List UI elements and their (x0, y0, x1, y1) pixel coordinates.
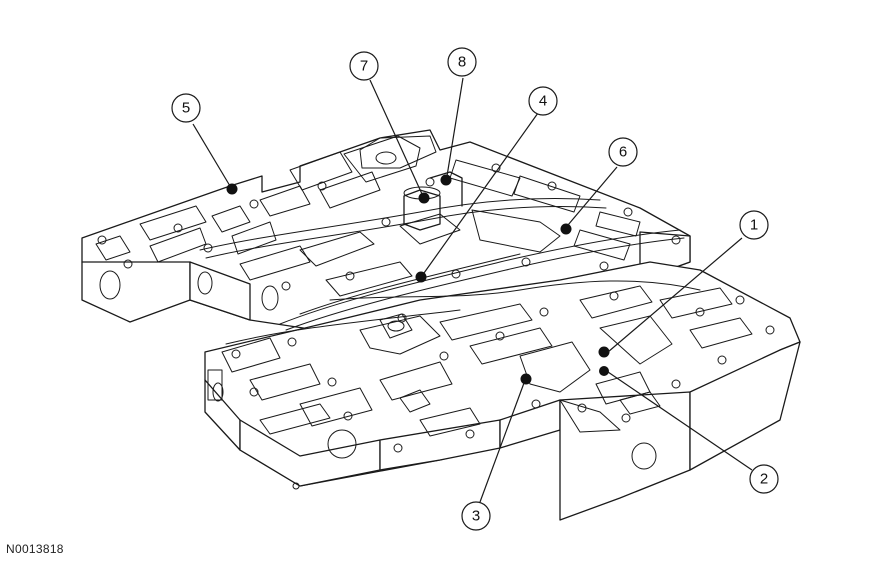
callout-5-label: 5 (182, 100, 190, 117)
check-ball-6 (560, 223, 572, 235)
leader-line-7 (369, 79, 423, 195)
callout-4-label: 4 (539, 93, 547, 110)
check-ball-7 (418, 192, 430, 204)
callout-8-label: 8 (458, 54, 466, 71)
leader-line-4 (423, 112, 539, 274)
callout-5: 5 (171, 93, 201, 123)
callout-8: 8 (447, 47, 477, 77)
figure-id: N0013818 (6, 542, 64, 556)
leader-line-3 (479, 382, 525, 503)
check-ball-3 (520, 373, 532, 385)
leader-lines (192, 77, 753, 503)
callout-1: 1 (739, 210, 769, 240)
callout-3-label: 3 (472, 508, 480, 525)
callout-4: 4 (528, 86, 558, 116)
callout-7: 7 (349, 51, 379, 81)
check-ball-4 (415, 271, 427, 283)
callout-6-label: 6 (619, 144, 627, 161)
leader-line-6 (567, 166, 618, 226)
callout-3: 3 (461, 501, 491, 531)
check-balls (226, 174, 610, 385)
callouts: 1 2 3 4 5 6 7 8 (171, 47, 779, 531)
leader-line-1 (607, 237, 743, 353)
check-ball-8 (440, 174, 452, 186)
fluid-passages (95, 135, 775, 490)
callout-2: 2 (749, 464, 779, 494)
callout-1-label: 1 (750, 217, 758, 234)
callout-6: 6 (608, 137, 638, 167)
check-ball-5 (226, 183, 238, 195)
callout-7-label: 7 (360, 58, 368, 75)
check-ball-1 (598, 346, 610, 358)
leader-line-2 (607, 371, 753, 471)
leader-line-5 (192, 123, 231, 187)
callout-2-label: 2 (760, 471, 768, 488)
check-ball-2 (599, 366, 609, 376)
leader-line-8 (446, 77, 464, 177)
